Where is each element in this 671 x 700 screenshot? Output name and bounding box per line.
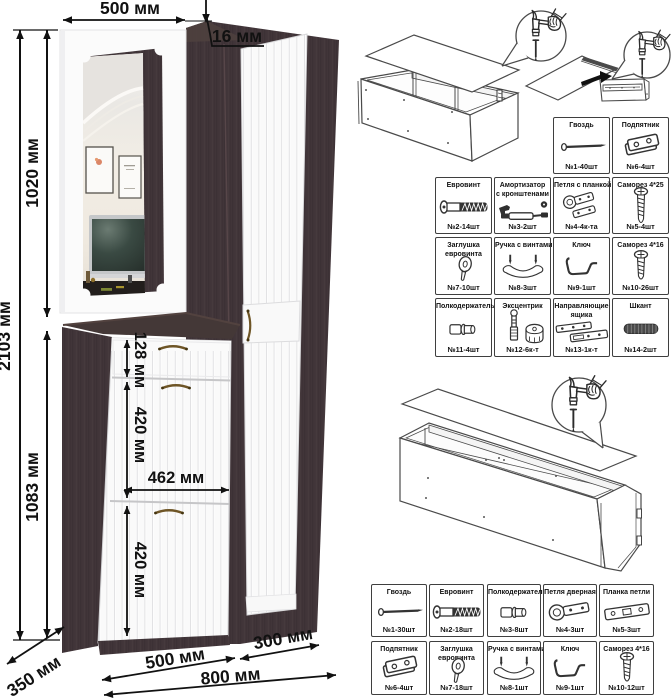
svg-text:16 мм: 16 мм	[212, 26, 262, 46]
svg-text:420 мм: 420 мм	[131, 407, 149, 464]
svg-text:128 мм: 128 мм	[131, 332, 149, 389]
svg-text:1020 мм: 1020 мм	[22, 138, 42, 208]
svg-text:462 мм: 462 мм	[148, 469, 205, 487]
svg-text:2103 мм: 2103 мм	[0, 301, 14, 371]
svg-text:420 мм: 420 мм	[131, 542, 149, 599]
svg-text:500 мм: 500 мм	[100, 0, 160, 18]
svg-text:800 мм: 800 мм	[200, 663, 261, 688]
svg-text:1083 мм: 1083 мм	[22, 452, 42, 522]
